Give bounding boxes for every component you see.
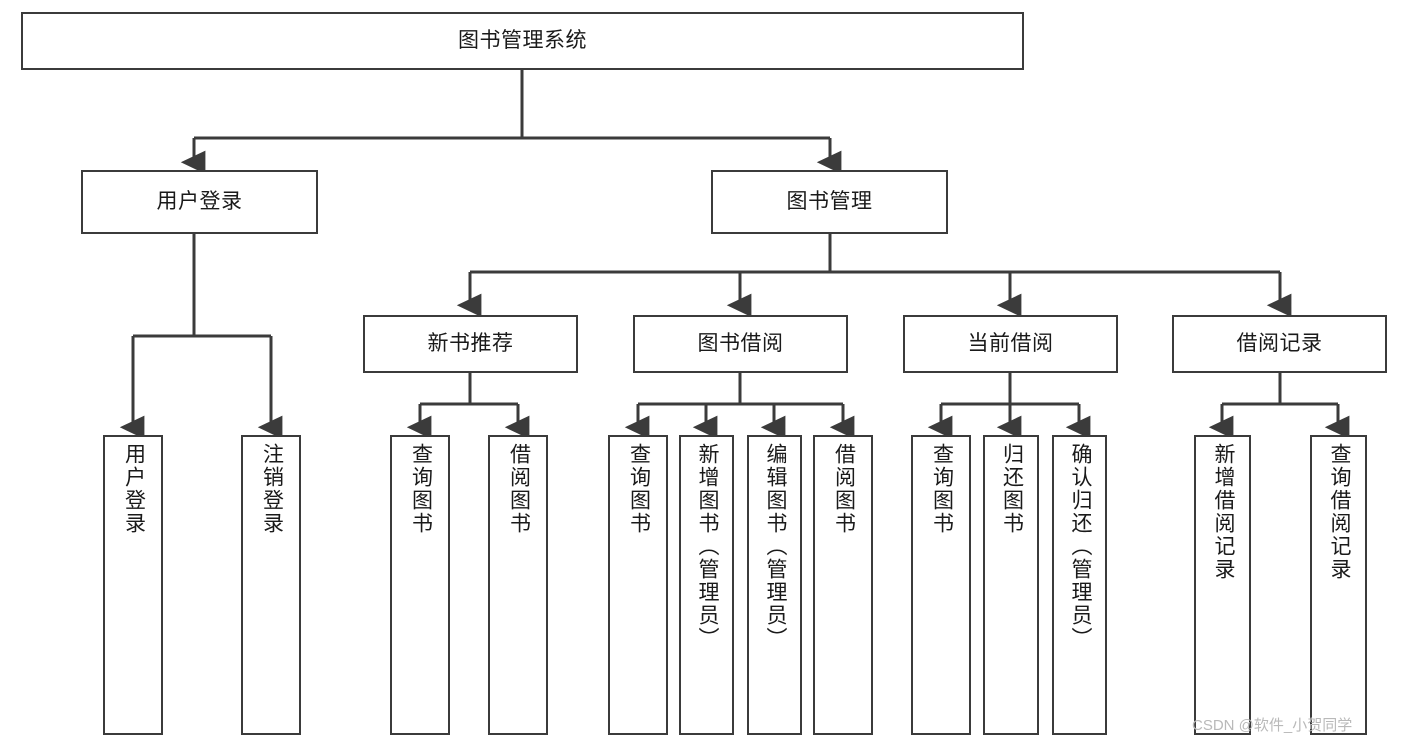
node-book-borrow-label: 图书借阅 xyxy=(697,331,784,355)
node-leaf-add-borrow-record-label: 新增借阅记录 xyxy=(1211,443,1235,581)
node-leaf-edit-book-admin-label: 编辑图书（管理员） xyxy=(763,443,787,650)
node-leaf-borrow-query-book[interactable]: 查询图书 xyxy=(608,435,668,735)
node-user-login[interactable]: 用户登录 xyxy=(81,170,318,234)
node-leaf-recommend-borrow-book-label: 借阅图书 xyxy=(507,443,531,535)
node-leaf-return-book[interactable]: 归还图书 xyxy=(983,435,1039,735)
node-leaf-borrow-book-label: 借阅图书 xyxy=(832,443,856,535)
node-book-borrow[interactable]: 图书借阅 xyxy=(633,315,848,373)
node-leaf-confirm-return-admin-label: 确认归还（管理员） xyxy=(1068,443,1092,650)
node-leaf-current-query-book-label: 查询图书 xyxy=(930,443,954,535)
node-borrow-record-label: 借阅记录 xyxy=(1236,331,1323,355)
node-user-login-label: 用户登录 xyxy=(156,189,243,213)
node-leaf-return-book-label: 归还图书 xyxy=(1000,443,1024,535)
node-leaf-user-login-label: 用户登录 xyxy=(122,443,146,535)
node-leaf-edit-book-admin[interactable]: 编辑图书（管理员） xyxy=(747,435,802,735)
node-leaf-add-borrow-record[interactable]: 新增借阅记录 xyxy=(1194,435,1251,735)
node-leaf-query-borrow-record[interactable]: 查询借阅记录 xyxy=(1310,435,1367,735)
node-leaf-borrow-query-book-label: 查询图书 xyxy=(627,443,651,535)
node-leaf-add-book-admin-label: 新增图书（管理员） xyxy=(695,443,719,650)
node-root[interactable]: 图书管理系统 xyxy=(21,12,1024,70)
node-leaf-user-login[interactable]: 用户登录 xyxy=(103,435,163,735)
node-leaf-user-logout-label: 注销登录 xyxy=(260,443,284,535)
node-leaf-add-book-admin[interactable]: 新增图书（管理员） xyxy=(679,435,734,735)
node-root-label: 图书管理系统 xyxy=(458,28,587,52)
node-leaf-current-query-book[interactable]: 查询图书 xyxy=(911,435,971,735)
node-current-borrow-label: 当前借阅 xyxy=(967,331,1054,355)
node-leaf-borrow-book[interactable]: 借阅图书 xyxy=(813,435,873,735)
node-borrow-record[interactable]: 借阅记录 xyxy=(1172,315,1387,373)
node-current-borrow[interactable]: 当前借阅 xyxy=(903,315,1118,373)
node-leaf-recommend-borrow-book[interactable]: 借阅图书 xyxy=(488,435,548,735)
node-leaf-query-borrow-record-label: 查询借阅记录 xyxy=(1327,443,1351,581)
node-book-manage[interactable]: 图书管理 xyxy=(711,170,948,234)
node-new-book-recommend-label: 新书推荐 xyxy=(427,331,514,355)
node-leaf-user-logout[interactable]: 注销登录 xyxy=(241,435,301,735)
node-book-manage-label: 图书管理 xyxy=(786,189,873,213)
node-new-book-recommend[interactable]: 新书推荐 xyxy=(363,315,578,373)
watermark-text: CSDN @软件_小贺同学 xyxy=(1192,717,1353,734)
node-leaf-confirm-return-admin[interactable]: 确认归还（管理员） xyxy=(1052,435,1107,735)
node-leaf-recommend-query-book[interactable]: 查询图书 xyxy=(390,435,450,735)
node-leaf-recommend-query-book-label: 查询图书 xyxy=(409,443,433,535)
